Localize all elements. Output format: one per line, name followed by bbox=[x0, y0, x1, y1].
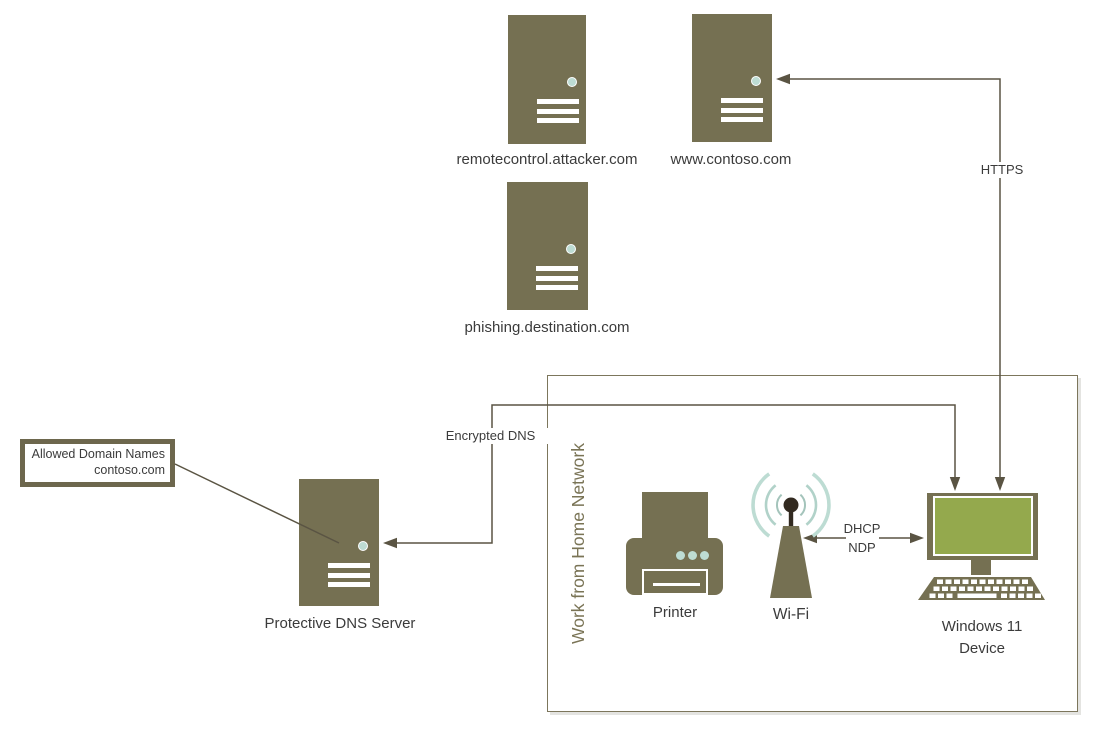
allowed-domains-entry: contoso.com bbox=[94, 463, 165, 477]
printer-label: Printer bbox=[652, 604, 698, 621]
ndp-label: NDP bbox=[848, 540, 876, 555]
server-www-contoso bbox=[692, 14, 772, 142]
monitor-stand bbox=[971, 560, 991, 575]
printer-indicator-icon bbox=[676, 551, 685, 560]
allowed-domains-box: Allowed Domain Names contoso.com bbox=[20, 439, 175, 487]
server-vents-icon bbox=[328, 563, 370, 568]
server-vents-icon bbox=[537, 99, 579, 104]
server-led-icon bbox=[358, 541, 368, 551]
server-remotecontrol-attacker bbox=[508, 15, 586, 144]
arrowhead-left-icon bbox=[383, 537, 397, 549]
server-vents-icon bbox=[536, 266, 578, 271]
server-led-icon bbox=[567, 77, 577, 87]
server-protective-dns bbox=[299, 479, 379, 606]
label-www-contoso: www.contoso.com bbox=[670, 151, 792, 168]
home-network-label: Work from Home Network bbox=[567, 443, 588, 644]
printer-tray bbox=[642, 569, 708, 595]
allowed-domains-title: Allowed Domain Names bbox=[31, 447, 165, 461]
server-led-icon bbox=[751, 76, 761, 86]
label-phishing-destination: phishing.destination.com bbox=[464, 319, 630, 336]
monitor-frame bbox=[927, 493, 1038, 560]
windows-device-label-line1: Windows 11 bbox=[941, 618, 1023, 635]
printer-icon bbox=[626, 492, 723, 595]
dhcp-label: DHCP bbox=[843, 521, 881, 536]
monitor-screen bbox=[933, 496, 1033, 556]
label-protective-dns-server: Protective DNS Server bbox=[264, 615, 416, 632]
server-led-icon bbox=[566, 244, 576, 254]
server-phishing-destination bbox=[507, 182, 588, 310]
windows-device-label-line2: Device bbox=[959, 640, 1005, 657]
arrowhead-left-icon bbox=[776, 73, 790, 85]
encrypted-dns-label: Encrypted DNS bbox=[418, 428, 563, 444]
https-label: HTTPS bbox=[971, 162, 1033, 178]
server-vents-icon bbox=[721, 98, 763, 103]
label-remotecontrol-attacker: remotecontrol.attacker.com bbox=[456, 151, 638, 168]
wifi-label: Wi-Fi bbox=[772, 606, 810, 623]
printer-paper bbox=[642, 492, 708, 539]
